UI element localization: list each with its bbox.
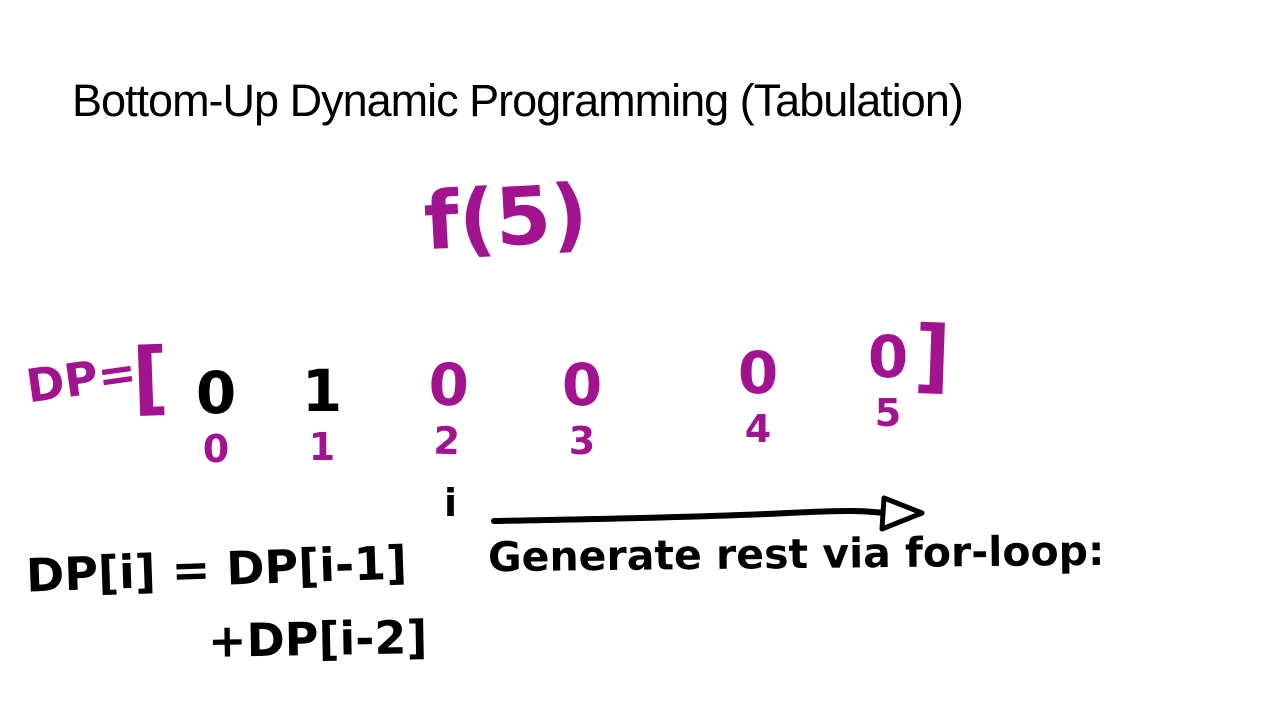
dp-cell: 0 3 bbox=[552, 356, 612, 460]
recurrence-line-2: +DP[i-2] bbox=[207, 610, 428, 668]
arrow-head bbox=[879, 495, 925, 532]
page-title: Bottom-Up Dynamic Programming (Tabulatio… bbox=[72, 75, 964, 126]
dp-cell-index: 2 bbox=[432, 418, 461, 464]
dp-cell: 1 1 bbox=[292, 362, 352, 466]
dp-cell: 0 4 bbox=[728, 344, 788, 448]
dp-cell-index: 5 bbox=[874, 391, 902, 435]
dp-cell: 0 2 bbox=[416, 350, 480, 464]
dp-cell: 0 0 bbox=[186, 364, 246, 468]
dp-cell-value: 0 bbox=[737, 339, 779, 407]
dp-cell-value: 0 bbox=[561, 351, 603, 419]
dp-cell-index: 1 bbox=[308, 425, 336, 469]
dp-cell: 0 5 bbox=[858, 328, 918, 432]
dp-cell-value: 1 bbox=[301, 357, 343, 425]
dp-cell-value: 0 bbox=[867, 323, 909, 391]
for-loop-note: Generate rest via for-loop: bbox=[487, 526, 1105, 582]
dp-cell-index: 3 bbox=[568, 419, 596, 463]
dp-cell-index: 0 bbox=[202, 427, 230, 471]
dp-cell-index: 4 bbox=[744, 407, 772, 451]
dp-cell-value: 0 bbox=[427, 350, 471, 420]
arrow-shaft bbox=[491, 507, 889, 524]
dp-cell-value: 0 bbox=[195, 359, 237, 427]
open-bracket: [ bbox=[130, 330, 171, 425]
function-call-annotation: f(5) bbox=[421, 166, 590, 269]
close-bracket: ] bbox=[912, 308, 953, 403]
recurrence-line-1: DP[i] = DP[i-1] bbox=[25, 535, 408, 603]
dp-array-label: DP= bbox=[22, 344, 140, 414]
iteration-direction-arrow-icon bbox=[491, 495, 925, 532]
loop-variable-label: i bbox=[444, 481, 458, 525]
